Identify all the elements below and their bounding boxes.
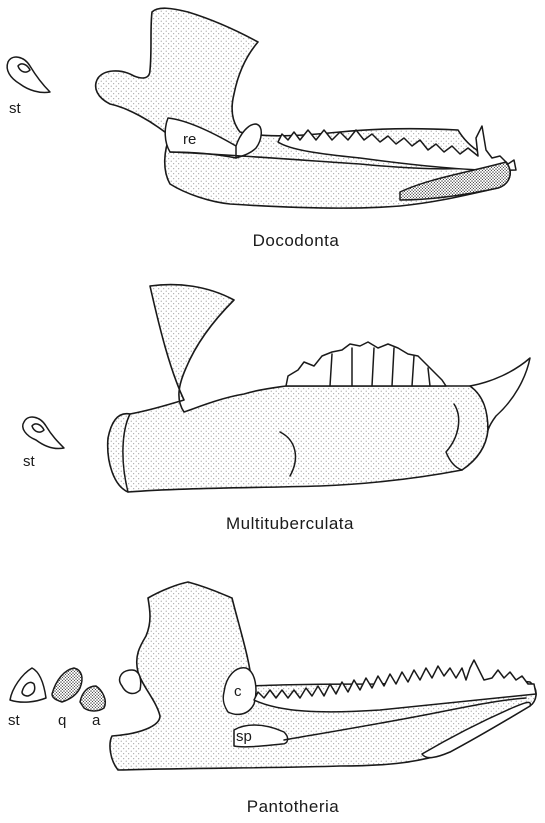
pantotheria-splenial-label: sp [236,728,252,745]
docodonta-caption: Docodonta [253,231,340,250]
multituberculata-molars [286,342,446,386]
docodonta-stapes-label: st [9,100,22,117]
pantotheria-articular-label: a [92,712,101,729]
pantotheria-coronoid-label: c [234,683,242,700]
pantotheria-quadrate [52,668,82,702]
pantotheria-condyle [120,670,141,693]
multituberculata-caption: Multituberculata [226,514,354,533]
multituberculata-dentary [108,285,488,492]
pantotheria-stapes [10,668,46,702]
pantotheria-stapes-label: st [8,712,21,729]
pantotheria-quadrate-label: q [58,712,66,729]
docodonta-reflected-lamina-label: re [183,131,196,148]
docodonta-panel: st re Docodonta [7,8,516,250]
pantotheria-panel: st q a c sp Pantotheria [8,582,536,816]
pantotheria-caption: Pantotheria [247,797,339,816]
multituberculata-stapes-label: st [23,453,36,470]
docodonta-stapes [7,57,50,92]
multituberculata-panel: st Multituberculata [23,285,530,533]
multituberculata-stapes [23,417,64,448]
pantotheria-articular [80,686,105,711]
